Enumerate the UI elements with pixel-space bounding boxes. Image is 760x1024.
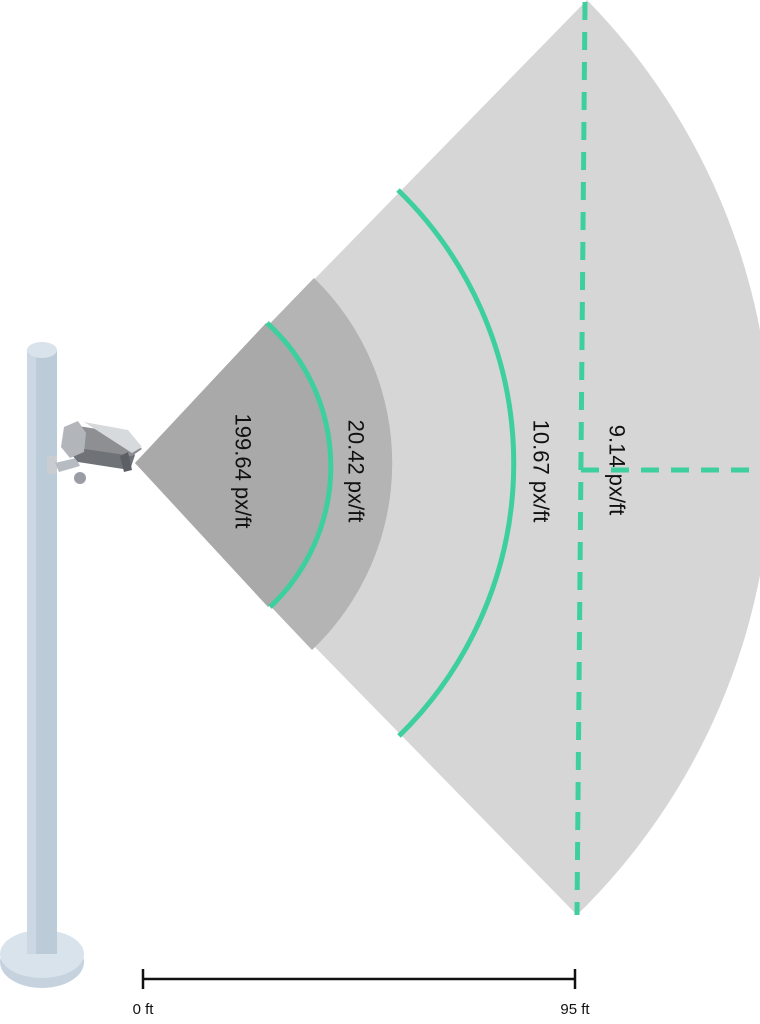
vertical-dashed-line [574, 1, 588, 916]
arc-outer [396, 188, 517, 738]
zone-label-1: 199.64 px/ft [231, 414, 256, 529]
scale-bar: 0 ft 95 ft [133, 969, 590, 1018]
zone-labels: 199.64 px/ft 20.42 px/ft 10.67 px/ft 9.1… [231, 414, 630, 529]
scale-start-label: 0 ft [133, 1001, 155, 1018]
pole-top [27, 342, 57, 358]
pole-shaft-highlight [27, 350, 36, 954]
zone-label-3: 10.67 px/ft [529, 420, 554, 523]
zone-label-2: 20.42 px/ft [344, 420, 369, 523]
scale-end-label: 95 ft [560, 1001, 590, 1018]
reference-lines [574, 1, 760, 916]
security-camera-icon [47, 421, 142, 484]
zone-label-4: 9.14 px/ft [605, 425, 630, 516]
field-of-view [135, 0, 760, 915]
distance-arcs [265, 188, 517, 738]
fov-outer-zone [135, 0, 760, 915]
arc-inner [265, 321, 334, 609]
pole-icon [0, 342, 84, 988]
fov-inner-zone [135, 323, 330, 607]
